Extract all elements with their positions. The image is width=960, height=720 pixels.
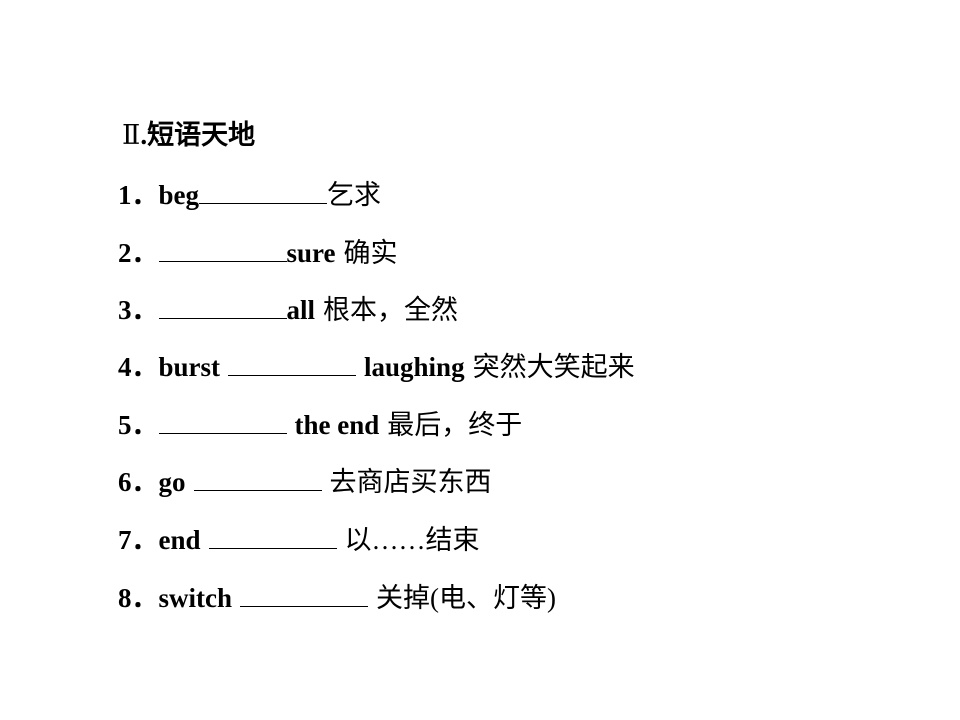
item-chinese: 最后，终于 (387, 410, 523, 440)
answer-blank[interactable] (193, 466, 322, 491)
item-english-after: sure (286, 238, 336, 268)
answer-blank[interactable] (199, 179, 327, 204)
item-english-before: end (158, 525, 201, 555)
item-english-before: beg (158, 180, 200, 210)
item-number: 6． (118, 467, 159, 497)
item-number: 3． (118, 295, 159, 325)
answer-blank[interactable] (158, 237, 287, 262)
item-english-after: all (286, 295, 316, 325)
item-number: 5． (118, 410, 159, 440)
item-chinese: 根本，全然 (323, 295, 459, 325)
item-number: 7． (118, 525, 159, 555)
item-chinese: 去商店买东西 (329, 467, 492, 497)
item-chinese: 确实 (343, 238, 398, 268)
item-number: 1． (118, 180, 159, 210)
item-chinese: 以……结束 (344, 525, 480, 555)
item-english-before: burst (158, 352, 221, 382)
section-heading: Ⅱ.短语天地 (122, 115, 255, 155)
list-item: 8．switch 关掉(电、灯等) (118, 578, 556, 618)
item-english-after: laughing (364, 352, 465, 382)
answer-blank[interactable] (208, 524, 337, 549)
item-number: 8． (118, 583, 159, 613)
item-english-before: switch (158, 583, 233, 613)
item-chinese: 乞求 (327, 180, 381, 210)
list-item: 6．go 去商店买东西 (118, 462, 492, 502)
item-number: 2． (118, 238, 159, 268)
item-chinese: 关掉(电、灯等) (376, 583, 556, 613)
answer-blank[interactable] (228, 351, 357, 376)
item-english-before: go (158, 467, 186, 497)
answer-blank[interactable] (158, 294, 287, 319)
section-numeral: Ⅱ (122, 120, 141, 150)
answer-blank[interactable] (240, 582, 368, 607)
answer-blank[interactable] (158, 409, 287, 434)
item-chinese: 突然大笑起来 (472, 352, 635, 382)
list-item: 1．beg 乞求 (118, 175, 381, 215)
list-item: 7．end 以……结束 (118, 520, 480, 560)
section-title: .短语天地 (140, 120, 256, 150)
item-number: 4． (118, 352, 159, 382)
item-english-after: the end (294, 410, 380, 440)
